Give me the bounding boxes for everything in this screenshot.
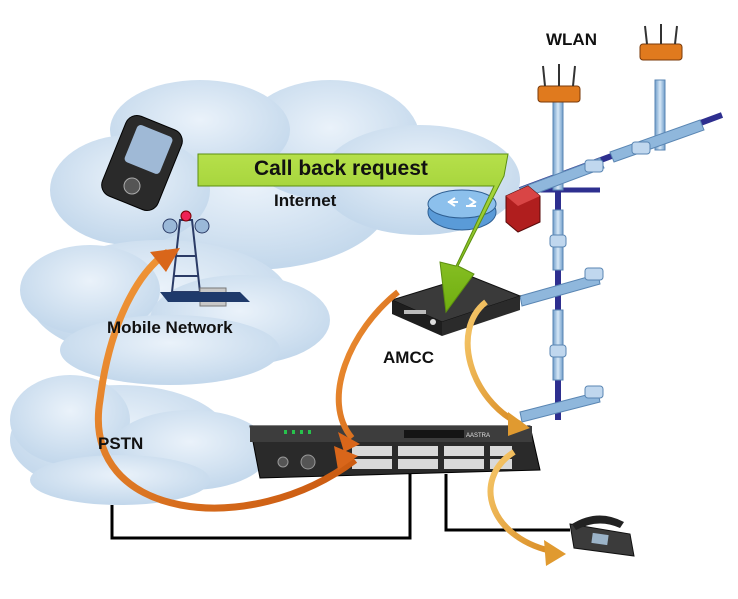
firewall-icon xyxy=(505,185,541,233)
mobile-phone-icon xyxy=(101,115,183,211)
switch-brand-text: AASTRA xyxy=(466,433,490,439)
internet-label: Internet xyxy=(274,191,337,210)
orange-arrow-amcc-switch xyxy=(335,289,400,452)
amcc-label: AMCC xyxy=(383,348,434,367)
mobile-network-label: Mobile Network xyxy=(107,318,233,337)
call-back-request-label: Call back request xyxy=(254,157,428,180)
cell-tower-icon xyxy=(160,210,250,307)
desk-phone-icon xyxy=(569,515,635,557)
call-back-request-arrow xyxy=(197,153,509,314)
wlan-backbone xyxy=(518,79,724,423)
wifi-access-point-icon xyxy=(537,64,581,103)
wired-connections xyxy=(110,474,570,540)
wifi-access-point-icon xyxy=(639,24,683,61)
yellow-arrow-amcc-wlan xyxy=(464,299,530,436)
yellow-arrow-switch-phone xyxy=(487,449,566,566)
orange-arrow-mobile-switch xyxy=(94,248,358,512)
wlan-label: WLAN xyxy=(546,30,597,49)
pstn-label: PSTN xyxy=(98,434,144,453)
pbx-switch-icon: AASTRA xyxy=(249,425,541,479)
